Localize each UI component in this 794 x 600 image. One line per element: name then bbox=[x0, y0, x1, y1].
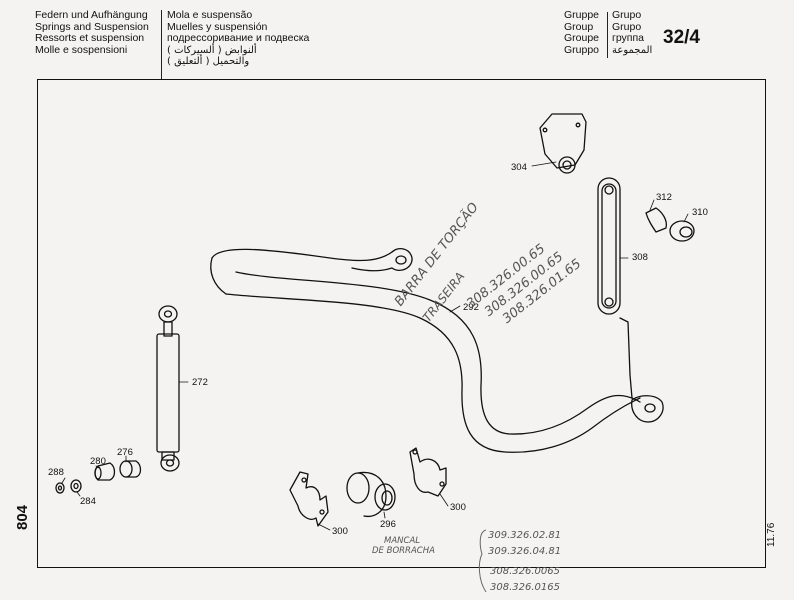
label-308: 308 bbox=[632, 252, 648, 263]
label-296: 296 bbox=[380, 519, 396, 530]
washer-288 bbox=[55, 482, 65, 494]
label-272: 272 bbox=[192, 377, 208, 388]
label-300-right: 300 bbox=[450, 502, 466, 513]
header-mid-titles: Mola e suspensão Muelles y suspensión по… bbox=[167, 9, 310, 68]
title-ar-1: ألنوابض ( ألسيركات ) bbox=[167, 44, 257, 56]
group-label-it: Gruppo bbox=[564, 43, 600, 56]
group-label-de: Gruppe bbox=[564, 9, 600, 21]
group-number: 32/4 bbox=[663, 27, 700, 48]
group-label-ru: группа bbox=[612, 32, 645, 44]
handwriting-part-4: 308.326.0165 bbox=[490, 582, 560, 593]
header-left-titles: Federn und Aufhängung Springs and Suspen… bbox=[35, 9, 149, 56]
link-308 bbox=[597, 177, 633, 399]
title-en: Springs and Suspension bbox=[35, 20, 149, 33]
clamp-300-right bbox=[409, 447, 447, 497]
label-312: 312 bbox=[656, 192, 672, 203]
group-labels: Gruppe Group Groupe Gruppo bbox=[564, 9, 600, 56]
bushing-276 bbox=[119, 460, 142, 478]
title-it: Molle e sospensioni bbox=[35, 43, 128, 56]
label-284: 284 bbox=[80, 496, 96, 507]
group-labels-2: Grupo Grupo группа المجموعة bbox=[612, 9, 653, 56]
label-280: 280 bbox=[90, 456, 106, 467]
header-divider bbox=[161, 10, 162, 80]
shock-absorber-272 bbox=[156, 305, 180, 472]
group-label-en: Group bbox=[564, 20, 594, 33]
label-292: 292 bbox=[463, 302, 479, 313]
group-label-fr: Groupe bbox=[564, 32, 600, 44]
nut-284 bbox=[70, 479, 82, 493]
bushing-296 bbox=[346, 471, 396, 518]
label-288: 288 bbox=[48, 467, 64, 478]
sleeve-312 bbox=[645, 207, 668, 233]
handwriting-mancal: MANCAL bbox=[384, 536, 420, 546]
bushing-310 bbox=[669, 220, 695, 242]
title-ru: подрессоривание и подвеска bbox=[167, 32, 310, 44]
group-label-es: Grupo bbox=[612, 20, 642, 33]
handwriting-part-2: 309.326.04.81 bbox=[488, 546, 562, 557]
handwriting-borracha: DE BORRACHA bbox=[372, 546, 435, 556]
title-es: Muelles y suspensión bbox=[167, 20, 268, 33]
label-310: 310 bbox=[692, 207, 708, 218]
group-label-ar: المجموعة bbox=[612, 44, 653, 56]
handwriting-part-3: 308.326.0065 bbox=[490, 566, 560, 577]
title-ar-2: والتحميل ( ألتعليق ) bbox=[167, 56, 250, 67]
label-276: 276 bbox=[117, 447, 133, 458]
bracket-304 bbox=[539, 113, 587, 174]
diagram-frame bbox=[37, 79, 766, 568]
title-de: Federn und Aufhängung bbox=[35, 9, 148, 21]
label-304: 304 bbox=[511, 162, 527, 173]
title-pt: Mola e suspensão bbox=[167, 9, 253, 21]
clamp-300-left bbox=[289, 471, 329, 527]
group-label-pt: Grupo bbox=[612, 9, 642, 21]
title-fr: Ressorts et suspension bbox=[35, 32, 145, 44]
group-divider bbox=[607, 12, 608, 58]
handwriting-part-1: 309.326.02.81 bbox=[488, 530, 562, 541]
stabilizer-bar-292 bbox=[210, 247, 664, 453]
label-300-left: 300 bbox=[332, 526, 348, 537]
